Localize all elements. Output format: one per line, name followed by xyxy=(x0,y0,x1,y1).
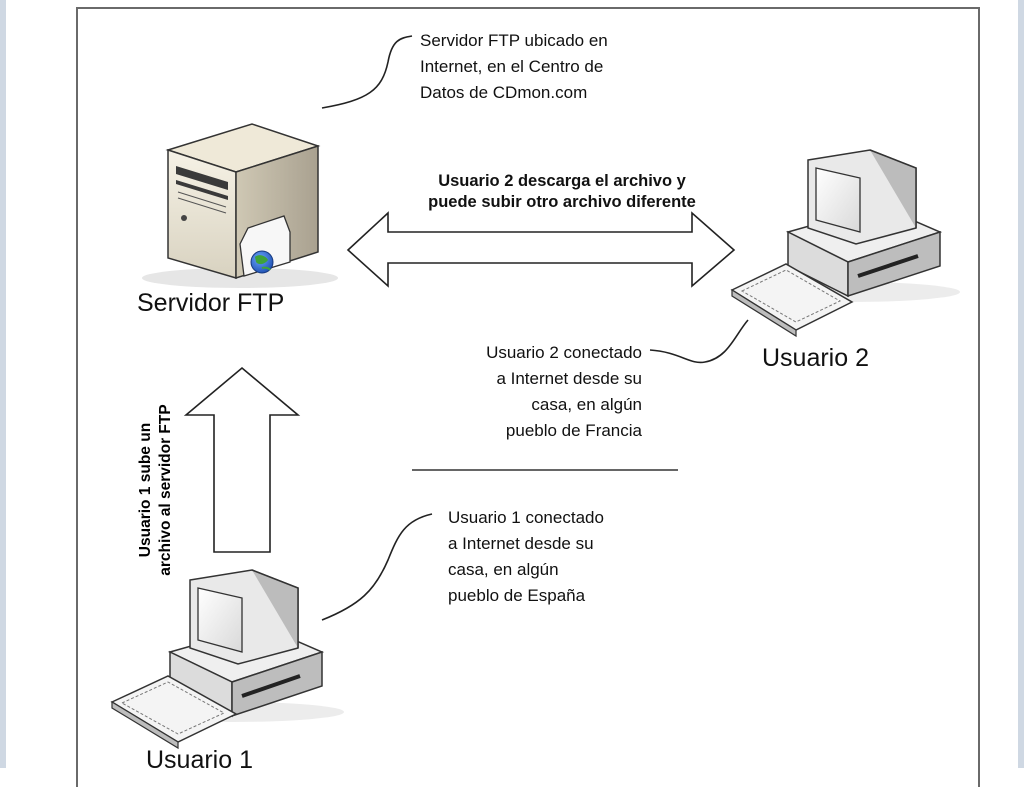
left-edge-band xyxy=(0,0,6,768)
download-note: Usuario 2 descarga el archivo y puede su… xyxy=(366,171,758,213)
note-line: a Internet desde su xyxy=(448,534,594,553)
note-line: Internet, en el Centro de xyxy=(420,57,604,76)
note-line: pueblo de Francia xyxy=(505,421,642,440)
diagram-frame xyxy=(76,7,980,787)
note-line: casa, en algún xyxy=(448,560,559,579)
note-line: Usuario 1 conectado xyxy=(448,508,604,527)
user2-connection-note: Usuario 2 conectado a Internet desde su … xyxy=(424,340,642,444)
note-line: archivo al servidor FTP xyxy=(157,404,174,576)
note-line: Usuario 1 sube un xyxy=(137,422,154,558)
user1-label: Usuario 1 xyxy=(146,746,253,774)
user1-callout-line xyxy=(321,513,433,621)
up-arrow xyxy=(183,366,301,553)
note-line: casa, en algún xyxy=(531,395,642,414)
note-line: Usuario 2 conectado xyxy=(486,343,642,362)
note-line: pueblo de España xyxy=(448,586,586,605)
right-edge-band xyxy=(1018,0,1024,768)
server-label: Servidor FTP xyxy=(137,289,285,317)
user1-connection-note: Usuario 1 conectado a Internet desde su … xyxy=(448,505,604,609)
user1-computer-icon xyxy=(110,569,344,750)
server-location-note: Servidor FTP ubicado en Internet, en el … xyxy=(420,28,608,106)
note-line: a Internet desde su xyxy=(496,369,642,388)
note-line: Servidor FTP ubicado en xyxy=(420,31,608,50)
user2-callout-line xyxy=(649,319,749,364)
user2-computer-icon xyxy=(730,149,960,338)
note-line: puede subir otro archivo diferente xyxy=(428,193,696,211)
server-callout-line xyxy=(321,35,413,109)
server-icon xyxy=(142,123,338,288)
user2-label: Usuario 2 xyxy=(762,344,869,372)
note-line: Usuario 2 descarga el archivo y xyxy=(438,172,686,190)
note-line: Datos de CDmon.com xyxy=(420,83,588,102)
double-arrow xyxy=(346,211,736,288)
diagram-canvas xyxy=(110,35,960,750)
